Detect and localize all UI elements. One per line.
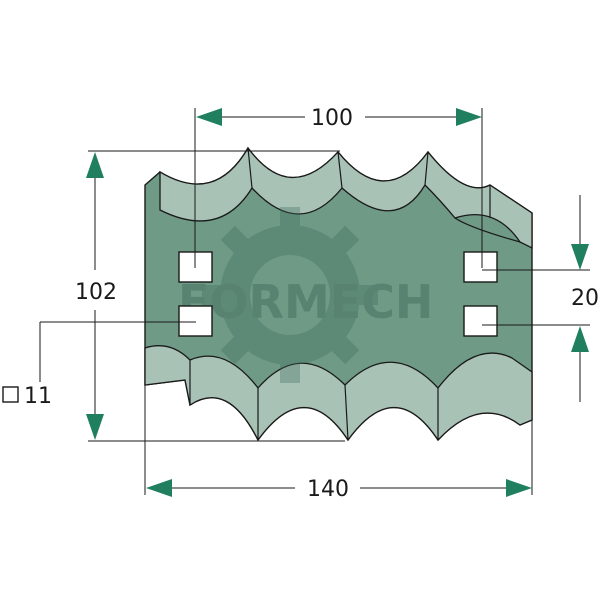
dim-width-bottom: 140 (146, 477, 532, 502)
dim-height-left: 102 (75, 152, 117, 440)
blade-body (144, 146, 533, 442)
formech-watermark: FORMECH (178, 207, 433, 383)
gear-icon (202, 207, 378, 383)
bottom-bevel (144, 345, 533, 442)
dim-label-20: 20 (571, 286, 599, 311)
extension-lines (39, 108, 590, 495)
hole-bottom-right (463, 305, 498, 337)
hole-top-right (463, 251, 498, 283)
dim-label-100: 100 (311, 106, 353, 131)
dim-label-102: 102 (75, 280, 117, 305)
dim-label-140: 140 (307, 477, 349, 502)
dim-label-11: 11 (24, 384, 52, 409)
dim-hole-spacing: 20 (571, 195, 599, 402)
watermark-text: FORMECH (178, 275, 433, 329)
dim-hole-size: 11 (2, 384, 52, 409)
top-bevel (159, 146, 533, 250)
square-symbol-icon (2, 386, 19, 403)
dim-width-top: 100 (196, 106, 482, 131)
hole-bottom-left (178, 305, 213, 337)
